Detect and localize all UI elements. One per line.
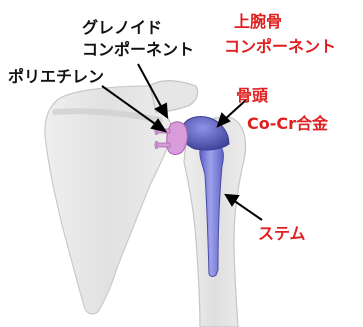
label-glenoid-line1: グレノイド [82, 18, 162, 38]
label-glenoid-line2: コンポーネント [82, 40, 194, 60]
label-head: 骨頭 [236, 86, 268, 106]
label-humeral-line2: コンポーネント [224, 37, 336, 57]
label-stem: ステム [258, 224, 306, 244]
acromion-bone [150, 81, 198, 112]
label-cocr-alloy: Co-Cr合金 [247, 114, 328, 134]
label-polyethylene: ポリエチレン [8, 67, 104, 87]
label-humeral-line1: 上腕骨 [234, 12, 282, 32]
